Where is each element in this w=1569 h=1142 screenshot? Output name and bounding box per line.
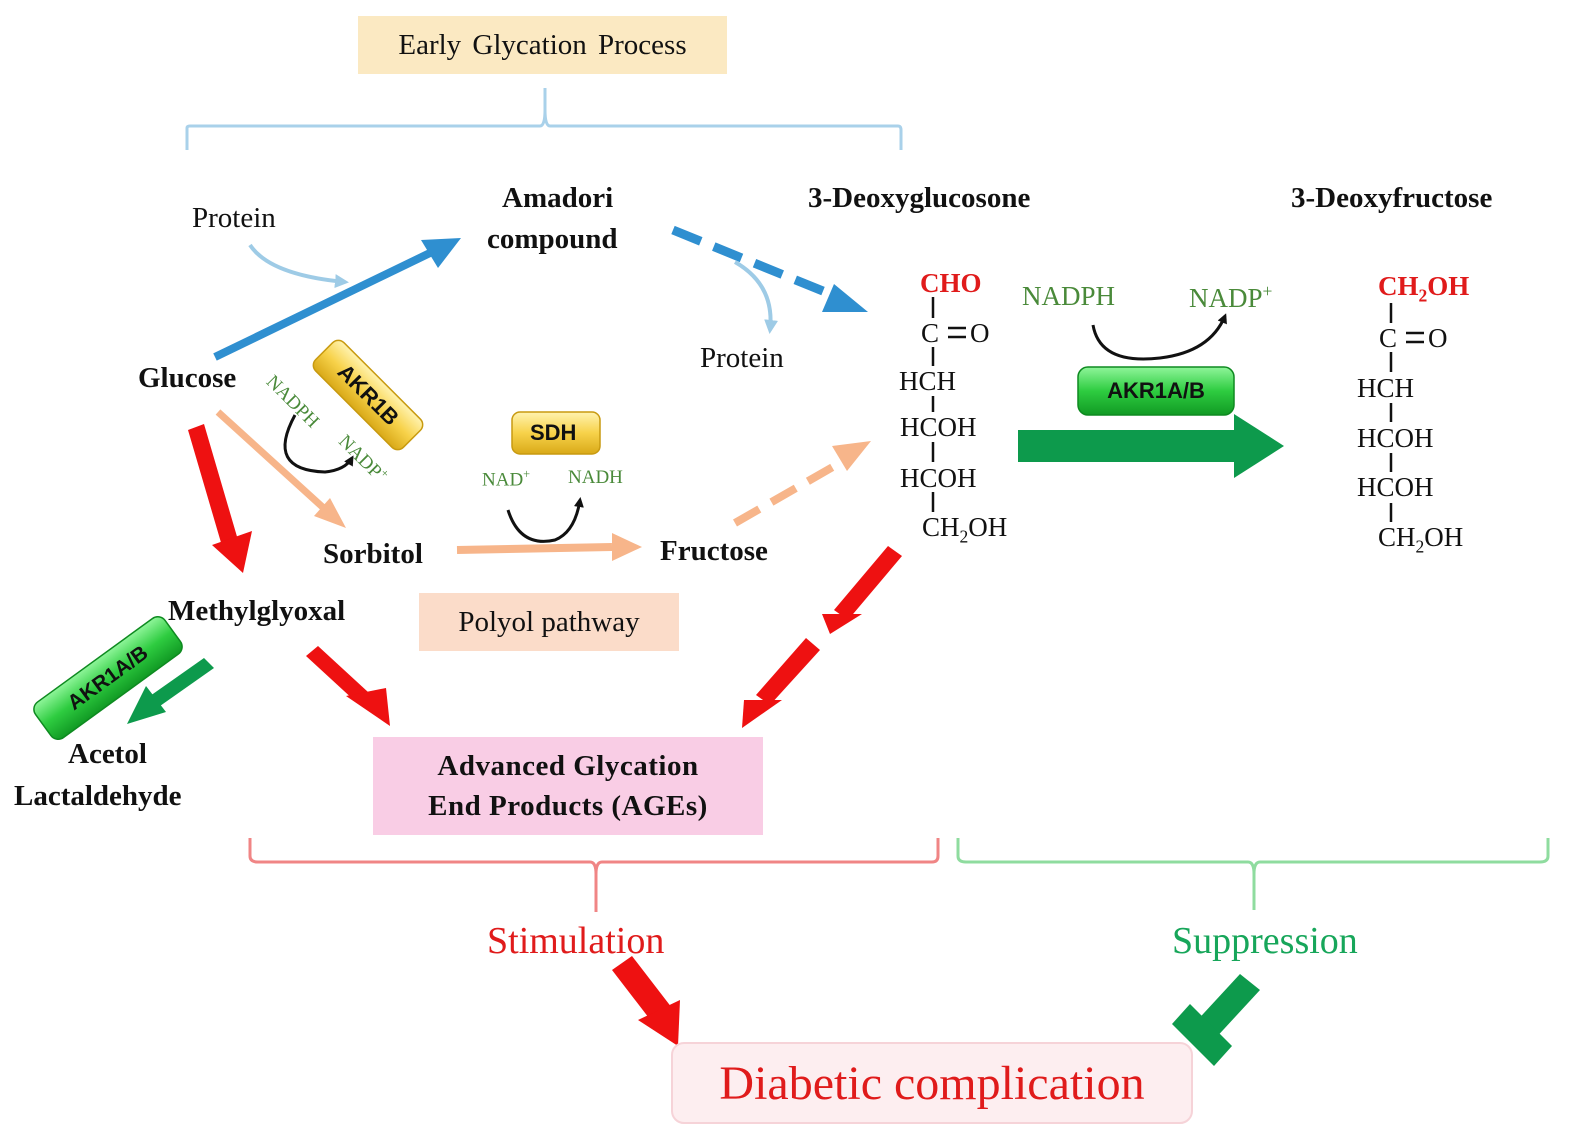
diabetic-complication-box: Diabetic complication (672, 1043, 1192, 1123)
glucose-label: Glucose (138, 362, 237, 394)
df-c6-sub: 2 (1415, 536, 1425, 557)
inhibition-suppression (1172, 974, 1260, 1066)
dg-c5: HCOH (900, 463, 977, 493)
sdh-enzyme-label: SDH (530, 420, 577, 445)
dg-c2: C (921, 318, 940, 348)
arrow-deoxyglucosone-to-ages (742, 546, 902, 728)
dg-c2-o: O (970, 318, 990, 348)
dg-c6-sub: 2 (959, 526, 969, 547)
arrow-methylglyoxal-to-acetol (127, 658, 214, 724)
stimulation-label: Stimulation (487, 920, 665, 962)
df-c5: HCOH (1357, 472, 1434, 502)
dg-c4: HCOH (900, 412, 977, 442)
deoxyglucosone-title: 3-Deoxyglucosone (808, 182, 1031, 214)
arrow-stimulation (612, 956, 680, 1046)
akr1ab-nadp-text: NADP (1189, 283, 1263, 313)
early-glycation-box: Early Glycation Process (358, 16, 727, 74)
akr1ab-nadp-sup: + (1262, 281, 1273, 301)
lactaldehyde-label: Lactaldehyde (14, 780, 182, 812)
deoxyfructose-title: 3-Deoxyfructose (1291, 182, 1493, 214)
sorbitol-label: Sorbitol (323, 538, 423, 570)
dg-top: CHO (920, 268, 982, 298)
protein-top-label: Protein (192, 202, 276, 234)
dg-c6-b: OH (968, 512, 1008, 542)
ages-line2: End Products (AGEs) (428, 790, 708, 822)
methylglyoxal-label: Methylglyoxal (168, 595, 346, 627)
dg-c3: HCH (899, 366, 957, 396)
deoxyglucosone-bonds (931, 297, 966, 512)
arrow-deoxyglucosone-to-deoxyfructose (1018, 414, 1284, 478)
early-glycation-label: Early Glycation Process (398, 28, 687, 61)
df-c3: HCH (1357, 373, 1415, 403)
akr1b-cofactor-arrow (283, 414, 354, 474)
polyol-pathway-box: Polyol pathway (419, 593, 679, 651)
acetol-label: Acetol (68, 738, 147, 770)
sdh-cofactor-arrow (506, 497, 584, 543)
akr1ab-nadp: NADP+ (1189, 281, 1273, 313)
arrow-protein-into-amadori (248, 243, 349, 289)
arrow-amadori-to-deoxyglucosone (671, 225, 868, 312)
df-c6: CH2OH (1378, 524, 1463, 556)
dg-c6-a: CH (922, 512, 960, 542)
arrow-glucose-to-methylglyoxal (188, 424, 252, 573)
df-c6-a: CH (1378, 522, 1416, 552)
protein-mid-label: Protein (700, 342, 784, 374)
akr1b-enzyme-tag (312, 339, 424, 451)
akr1ab-left-enzyme-tag (33, 616, 183, 740)
arrow-glucose-to-amadori (213, 238, 461, 361)
sdh-nadh: NADH (568, 467, 623, 488)
df-c6-b: OH (1424, 522, 1464, 552)
dg-c6: CH2OH (922, 514, 1007, 546)
suppression-label: Suppression (1172, 920, 1358, 962)
akr1ab-cofactor-arrow (1091, 313, 1227, 361)
sdh-nad-text: NAD (482, 469, 524, 491)
arrow-protein-released (734, 260, 779, 334)
stimulation-bracket (248, 838, 940, 912)
ages-line1: Advanced Glycation (437, 750, 699, 782)
df-top-b: OH (1427, 271, 1470, 301)
sdh-enzyme-tag (511, 411, 601, 455)
df-top: CH2OH (1378, 273, 1469, 305)
sdh-nad: NAD+ (482, 467, 531, 491)
fructose-label: Fructose (660, 535, 768, 567)
arrow-sorbitol-to-fructose (456, 533, 642, 561)
diabetic-complication-label: Diabetic complication (719, 1056, 1145, 1110)
df-c2-o: O (1428, 323, 1448, 353)
arrow-methylglyoxal-to-ages (306, 646, 390, 726)
amadori-line1: Amadori (502, 182, 614, 214)
diabetic-box-bg (671, 1042, 1193, 1124)
df-top-a: CH (1378, 271, 1419, 301)
df-c2: C (1379, 323, 1398, 353)
akr1ab-nadph: NADPH (1022, 281, 1116, 311)
ages-box: Advanced Glycation End Products (AGEs) (373, 737, 763, 835)
polyol-pathway-label: Polyol pathway (458, 605, 640, 638)
arrow-fructose-to-deoxyglucosone (733, 441, 871, 527)
deoxyfructose-bonds (1389, 303, 1424, 522)
ages-box-bg (373, 737, 763, 835)
amadori-line2: compound (487, 223, 618, 255)
df-top-sub: 2 (1418, 285, 1428, 306)
akr1ab-right-enzyme-label: AKR1A/B (1107, 378, 1205, 403)
arrow-glucose-to-sorbitol (215, 409, 346, 528)
sdh-nad-sup: + (523, 467, 531, 481)
akr1ab-right-enzyme-tag (1077, 366, 1235, 416)
early-glycation-bracket (185, 88, 903, 150)
df-c4: HCOH (1357, 423, 1434, 453)
suppression-bracket (956, 838, 1550, 910)
